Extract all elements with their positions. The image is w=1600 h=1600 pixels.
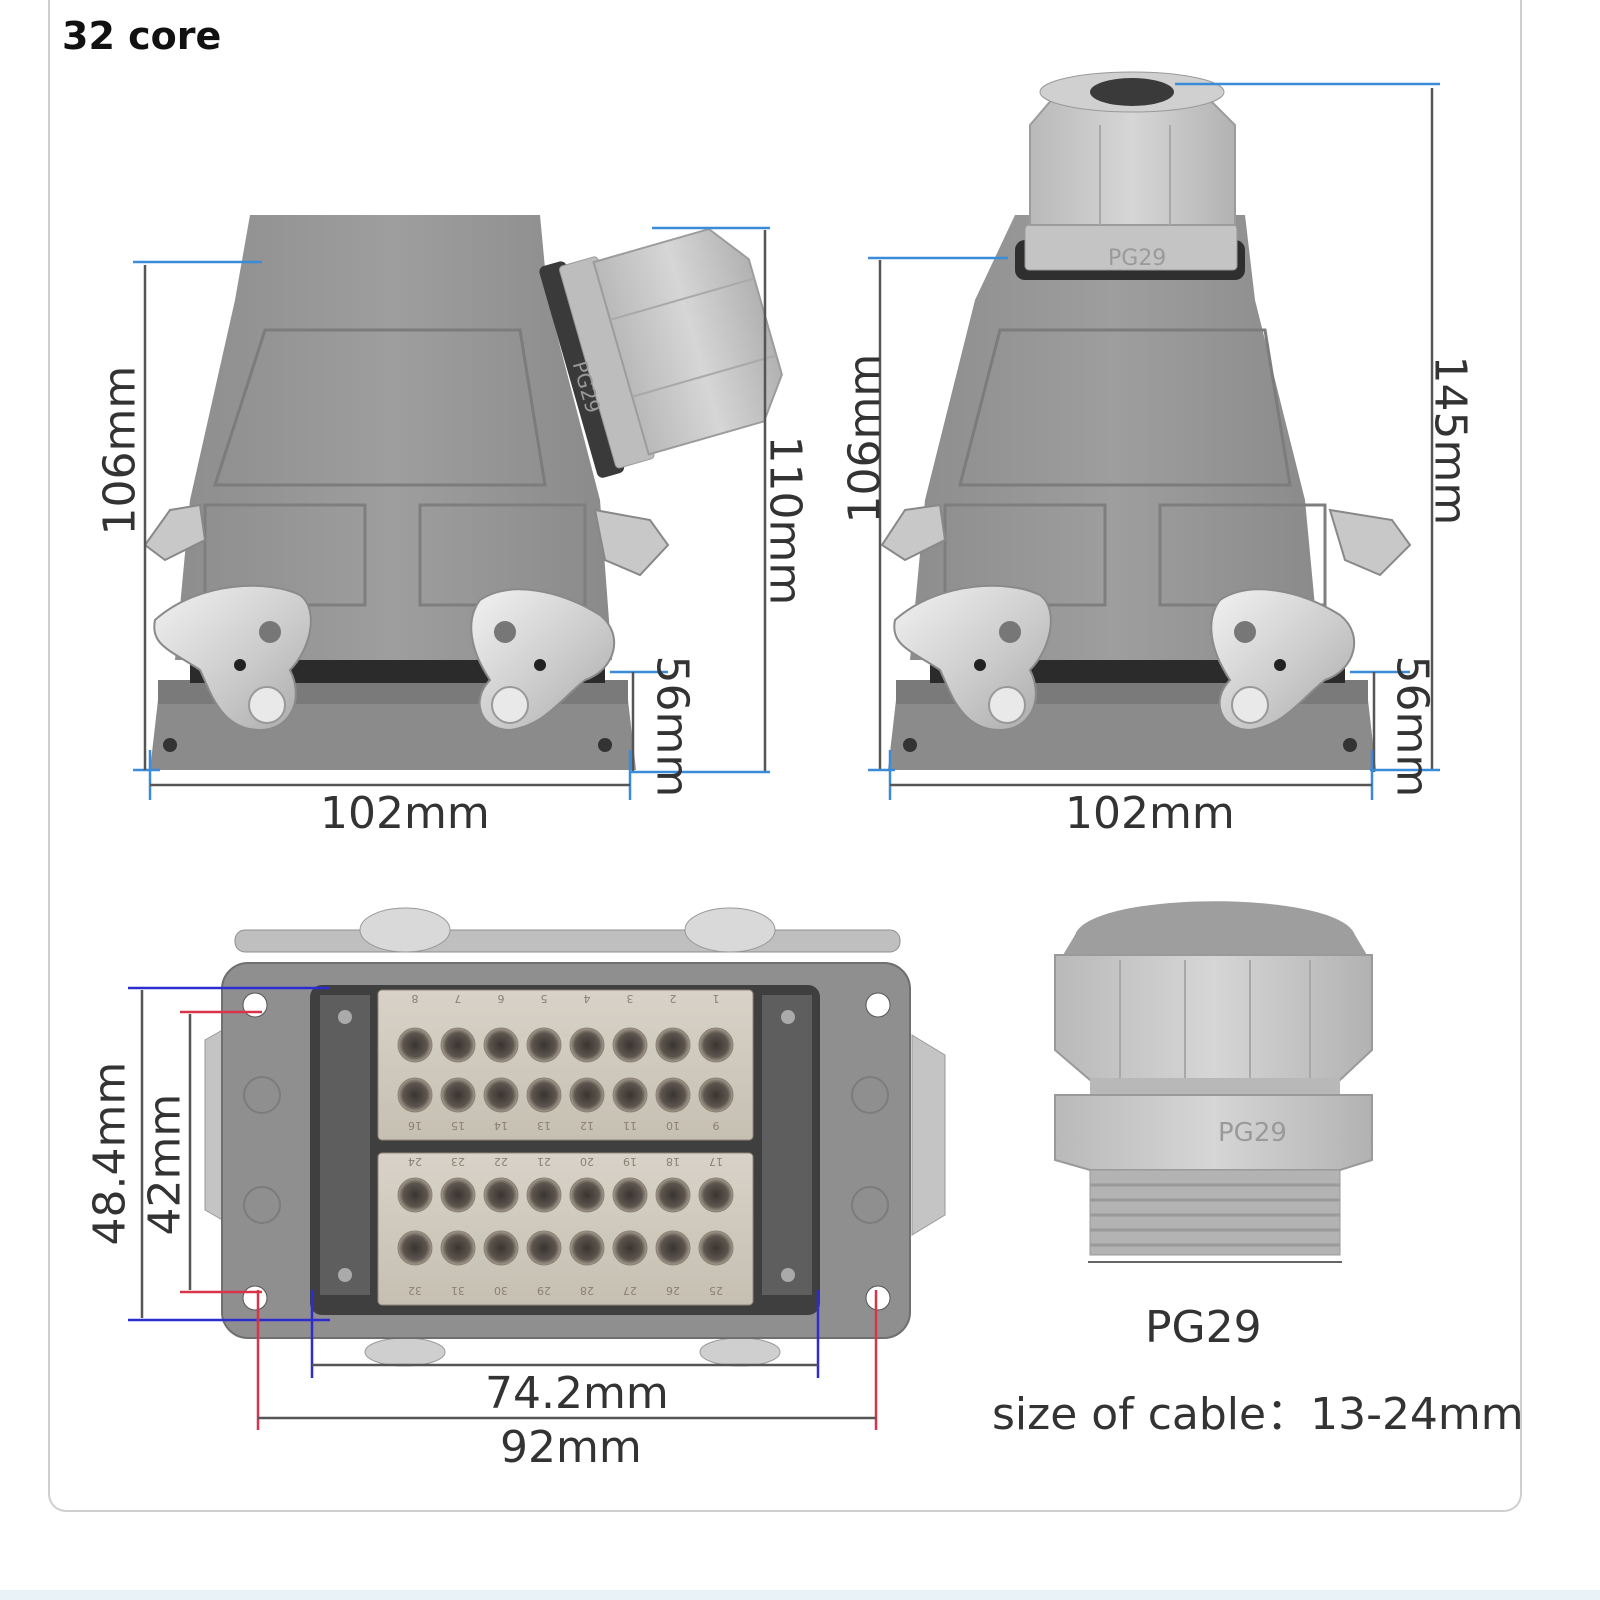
base-outer-width-label: 92mm (500, 1422, 642, 1473)
pin-number: 9 (713, 1119, 720, 1132)
contact-hole (569, 1027, 605, 1063)
bottom-band (0, 1590, 1600, 1600)
diagram-frame (48, 0, 1522, 1512)
pin-number: 27 (623, 1284, 637, 1297)
base-inner-width-label: 74.2mm (485, 1368, 669, 1419)
mount-hole (903, 738, 917, 752)
contact-hole (483, 1027, 519, 1063)
contact-hole (569, 1177, 605, 1213)
front-view-dimensions (868, 82, 1440, 800)
side-view-dimensions (133, 226, 770, 800)
front-width-label: 102mm (1065, 788, 1235, 839)
pin-number: 7 (455, 992, 462, 1005)
contact-hole (483, 1077, 519, 1113)
pin-number: 13 (537, 1119, 551, 1132)
base-outer-height-label: 48.4mm (84, 1061, 136, 1246)
pin-number: 5 (541, 992, 548, 1005)
pin-number: 12 (580, 1119, 594, 1132)
side-height-label: 106mm (94, 365, 146, 536)
pg29-gland-drawing (1054, 901, 1373, 1263)
pin-number: 10 (666, 1119, 680, 1132)
pin-number: 22 (494, 1155, 508, 1168)
front-height-label: 106mm (839, 353, 891, 524)
contact-hole (655, 1077, 691, 1113)
contact-hole (440, 1027, 476, 1063)
contact-hole (526, 1177, 562, 1213)
contact-hole (569, 1230, 605, 1266)
pin-number: 6 (498, 992, 505, 1005)
contact-hole (698, 1077, 734, 1113)
contact-hole (440, 1177, 476, 1213)
pin-number: 16 (408, 1119, 422, 1132)
front-base-height-label: 56mm (1386, 655, 1438, 798)
pin-number: 29 (537, 1284, 551, 1297)
pin-number: 20 (580, 1155, 594, 1168)
contact-hole (612, 1027, 648, 1063)
contact-hole (526, 1077, 562, 1113)
contact-hole (612, 1077, 648, 1113)
pin-number: 19 (623, 1155, 637, 1168)
contact-hole (655, 1027, 691, 1063)
pin-number: 32 (408, 1284, 422, 1297)
pin-number: 28 (580, 1284, 594, 1297)
pin-number: 1 (713, 992, 720, 1005)
gland-name-label: PG29 (1145, 1302, 1262, 1353)
pin-number: 30 (494, 1284, 508, 1297)
contact-hole (397, 1077, 433, 1113)
pin-number: 15 (451, 1119, 465, 1132)
side-hood (175, 215, 612, 660)
pin-number: 18 (666, 1155, 680, 1168)
pin-number: 31 (451, 1284, 465, 1297)
side-gland-height-label: 110mm (759, 435, 811, 606)
cable-size-label: size of cable：13-24mm (992, 1389, 1524, 1440)
contact-hole (698, 1177, 734, 1213)
contact-hole (612, 1177, 648, 1213)
contact-hole (655, 1177, 691, 1213)
pin-number: 21 (537, 1155, 551, 1168)
contact-hole (483, 1177, 519, 1213)
contact-hole (397, 1027, 433, 1063)
side-cable-gland (539, 227, 783, 478)
contact-hole (397, 1177, 433, 1213)
pin-number: 3 (627, 992, 634, 1005)
pin-number: 24 (408, 1155, 422, 1168)
front-cable-gland (1015, 71, 1245, 280)
pin-number: 26 (666, 1284, 680, 1297)
pin-number: 11 (623, 1119, 637, 1132)
contact-hole (397, 1230, 433, 1266)
contact-hole (440, 1077, 476, 1113)
contact-hole (569, 1077, 605, 1113)
front-gland-marking: PG29 (1108, 246, 1167, 271)
pin-number: 17 (709, 1155, 723, 1168)
contact-hole (612, 1230, 648, 1266)
mount-hole (163, 738, 177, 752)
contact-hole (698, 1230, 734, 1266)
page-title: 32 core (62, 14, 222, 58)
mount-hole (598, 738, 612, 752)
contact-hole (655, 1230, 691, 1266)
contact-hole (483, 1230, 519, 1266)
front-view-connector (880, 71, 1412, 770)
contact-hole (526, 1027, 562, 1063)
contact-hole (698, 1027, 734, 1063)
contact-hole (440, 1230, 476, 1266)
pin-number: 25 (709, 1284, 723, 1297)
base-inner-height-label: 42mm (139, 1093, 191, 1236)
base-view-dimensions (128, 986, 878, 1430)
mount-hole (1343, 738, 1357, 752)
front-total-height-label: 145mm (1424, 355, 1476, 526)
pin-number: 23 (451, 1155, 465, 1168)
contact-hole (526, 1230, 562, 1266)
pg29-gland-marking: PG29 (1218, 1118, 1287, 1148)
pin-number: 2 (670, 992, 677, 1005)
side-width-label: 102mm (320, 788, 490, 839)
pin-number: 14 (494, 1119, 508, 1132)
side-base-height-label: 56mm (646, 655, 698, 798)
pin-number: 4 (584, 992, 591, 1005)
side-view-connector (143, 215, 783, 770)
pin-number: 8 (412, 992, 419, 1005)
